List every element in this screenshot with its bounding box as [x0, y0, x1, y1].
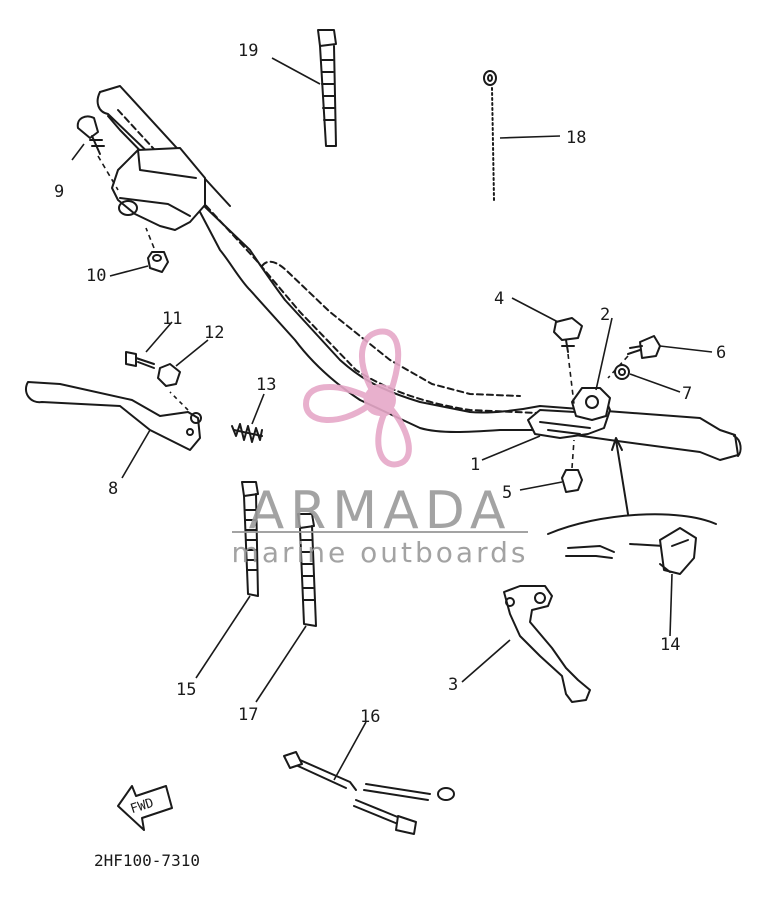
- nut-12: [157, 363, 181, 387]
- label-6: 6: [716, 343, 726, 363]
- clamp-2: [571, 387, 611, 421]
- fwd-label: FWD: [129, 796, 156, 818]
- label-8: 8: [108, 479, 118, 499]
- leader-lines: [71, 57, 713, 781]
- label-12: 12: [204, 323, 224, 343]
- label-9: 9: [54, 182, 64, 202]
- watermark-logo: [302, 328, 412, 468]
- label-19: 19: [238, 41, 258, 61]
- bolt-6: [607, 335, 661, 379]
- label-1: 1: [470, 455, 480, 475]
- watermark-tagline: marine outboards: [232, 536, 529, 569]
- bolt-11: [125, 351, 155, 369]
- cable-tie-19: [317, 29, 337, 147]
- bolt-4: [553, 317, 583, 405]
- fwd-arrow: [117, 785, 173, 831]
- label-17: 17: [238, 705, 258, 725]
- switch-14-inset: [547, 437, 717, 575]
- lever-3: [503, 585, 591, 703]
- nut-5: [561, 439, 583, 493]
- cable-tie-15: [241, 481, 259, 597]
- part-labels: 1 2 3 4 5 6 7 8 9 10 11 12 13 14 15 16 1…: [54, 41, 726, 727]
- wire-16: [283, 751, 455, 835]
- washer-7: [614, 364, 630, 380]
- lever-8: [24, 381, 202, 451]
- label-2: 2: [600, 305, 610, 325]
- cable-tie-17: [297, 513, 317, 627]
- label-16: 16: [360, 707, 380, 727]
- handlebar: [96, 85, 742, 461]
- label-13: 13: [256, 375, 276, 395]
- nut-10: [145, 227, 169, 273]
- label-11: 11: [162, 309, 182, 329]
- label-3: 3: [448, 675, 458, 695]
- label-10: 10: [86, 266, 106, 286]
- master-cylinder: [111, 147, 206, 231]
- spring-13: [231, 423, 263, 443]
- ball-chain-18: [483, 70, 497, 201]
- label-18: 18: [566, 128, 586, 148]
- drawing-code: 2HF100-7310: [94, 851, 200, 870]
- bolt-9: [76, 115, 119, 191]
- label-5: 5: [502, 483, 512, 503]
- label-15: 15: [176, 680, 196, 700]
- label-14: 14: [660, 635, 680, 655]
- label-4: 4: [494, 289, 504, 309]
- label-7: 7: [682, 384, 692, 404]
